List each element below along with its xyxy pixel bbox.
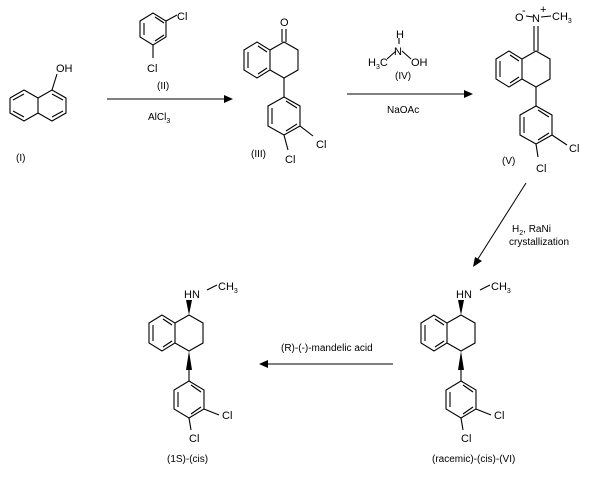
chloro-label: Cl xyxy=(147,63,157,75)
chloro-label: Cl xyxy=(536,163,546,175)
reagent-step-2: NaOAc xyxy=(387,105,419,116)
oxygen-label: O xyxy=(280,17,289,29)
reagent-step-3-line-1: H2, RaNi xyxy=(512,224,551,237)
compound-II: Cl Cl (II) xyxy=(139,11,187,92)
arrow-step-3: H2, RaNi crystallization xyxy=(473,182,569,267)
compound-VI: HN CH3 Cl Cl (racemic)-(cis)-(VI) xyxy=(420,281,515,465)
methyl-label: CH3 xyxy=(491,281,511,295)
hydroxyl-label: OH xyxy=(56,63,73,75)
arrow-step-1: AlCl3 xyxy=(107,95,233,125)
compound-I: OH (I) xyxy=(9,63,73,164)
amine-label: HN xyxy=(456,289,472,301)
hydroxyl-label: OH xyxy=(411,57,428,69)
chloro-label: Cl xyxy=(316,139,326,151)
compound-1S-cis-label: (1S)-(cis) xyxy=(167,454,208,465)
compound-III-label: (III) xyxy=(251,149,266,160)
arrow-step-4: (R)-(-)-mandelic acid xyxy=(259,343,393,368)
reagent-step-4: (R)-(-)-mandelic acid xyxy=(281,343,373,354)
nitrogen-label: N xyxy=(532,13,540,25)
methyl-label: CH3 xyxy=(218,281,238,295)
compound-IV: H N H3C OH (IV) xyxy=(368,29,428,82)
arrow-step-2: NaOAc xyxy=(347,90,473,116)
oxygen-label: O xyxy=(515,12,524,24)
charge-plus: + xyxy=(540,4,546,16)
reagent-step-1: AlCl3 xyxy=(148,112,170,125)
chloro-label: Cl xyxy=(569,143,579,155)
compound-V: O - N + CH3 Cl Cl (V) xyxy=(495,4,579,175)
compound-1S-cis: HN CH3 Cl Cl (1S)-(cis) xyxy=(148,281,238,465)
chloro-label: Cl xyxy=(222,410,232,422)
chloro-label: Cl xyxy=(189,433,199,445)
methyl-label: H3C xyxy=(368,57,388,71)
nitrogen-label: N xyxy=(394,46,402,58)
compound-V-label: (V) xyxy=(502,156,515,167)
chloro-label: Cl xyxy=(494,410,504,422)
amine-label: HN xyxy=(184,289,200,301)
charge-minus: - xyxy=(522,5,526,17)
compound-I-label: (I) xyxy=(16,153,25,164)
compound-IV-label: (IV) xyxy=(395,71,411,82)
reagent-step-3-line-2: crystallization xyxy=(509,237,569,248)
chloro-label: Cl xyxy=(285,154,295,166)
chloro-label: Cl xyxy=(461,433,471,445)
compound-III: O Cl Cl (III) xyxy=(243,17,326,166)
chloro-label: Cl xyxy=(177,11,187,23)
hydrogen-label: H xyxy=(396,29,404,41)
compound-VI-label: (racemic)-(cis)-(VI) xyxy=(432,454,515,465)
methyl-label: CH3 xyxy=(552,11,572,25)
compound-II-label: (II) xyxy=(157,81,169,92)
